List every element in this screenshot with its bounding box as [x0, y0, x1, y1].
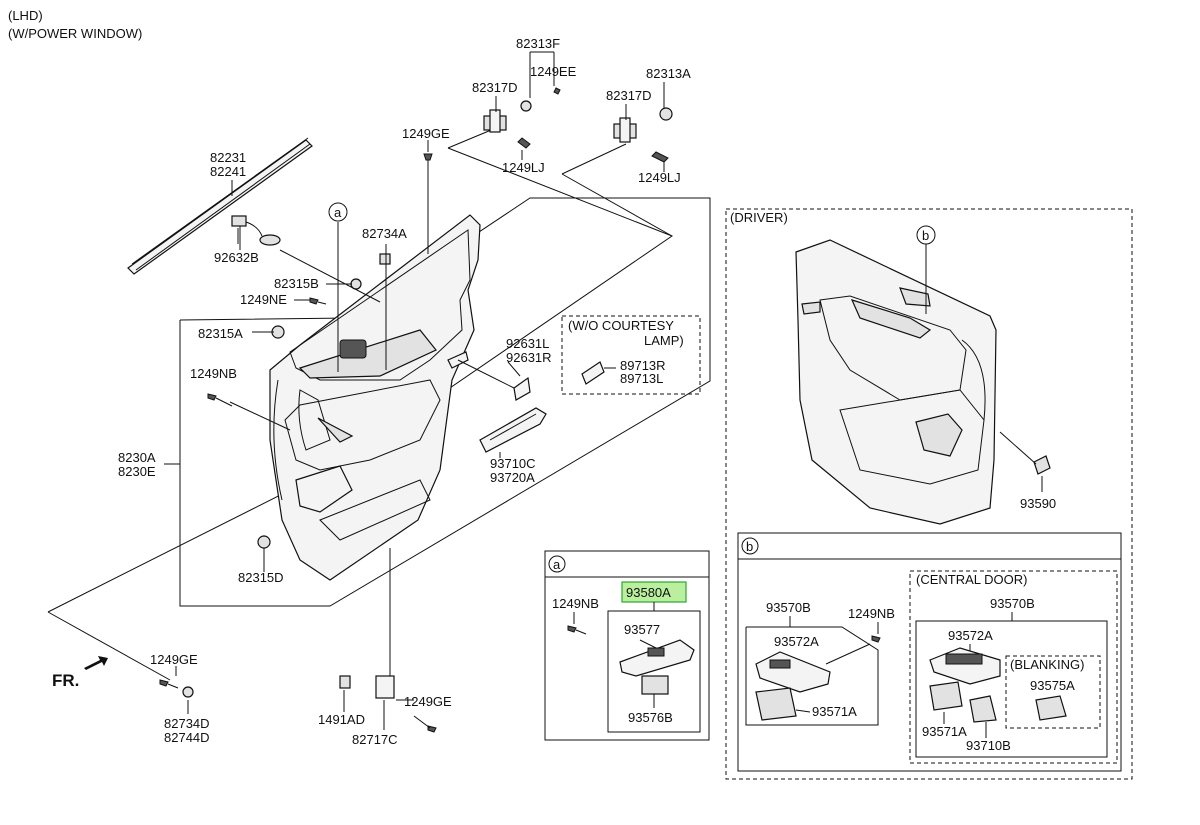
label-93572A-right: 93572A	[948, 628, 993, 643]
label-1249NB-left: 1249NB	[190, 366, 237, 381]
label-89713R: 89713R	[620, 358, 666, 373]
armrest-cover	[479, 407, 547, 453]
label-82317D-a: 82317D	[472, 80, 518, 95]
label-93576B: 93576B	[628, 710, 673, 725]
label-92631R: 92631R	[506, 350, 552, 365]
label-1249EE: 1249EE	[530, 64, 577, 79]
label-93710B: 93710B	[966, 738, 1011, 753]
wo-courtesy-label-2: LAMP)	[644, 333, 684, 348]
label-93570B-right: 93570B	[990, 596, 1035, 611]
label-1249GE-bot: 1249GE	[404, 694, 452, 709]
label-82315B: 82315B	[274, 276, 319, 291]
label-1249GE-top: 1249GE	[402, 126, 450, 141]
courtesy-lamp-wiring	[231, 215, 281, 246]
detail-box-a: a 93580A 1249NB 93577 93576B	[544, 550, 710, 741]
door-trim-panel	[269, 214, 481, 581]
label-93590: 93590	[1020, 496, 1056, 511]
label-82734A: 82734A	[362, 226, 407, 241]
label-82241: 82241	[210, 164, 246, 179]
leader-lines-main	[164, 51, 665, 730]
wo-courtesy-lamp-callout: (W/O COURTESY LAMP)	[561, 315, 701, 395]
label-82313F: 82313F	[516, 36, 560, 51]
blanking-label: (BLANKING)	[1010, 657, 1084, 672]
callout-b-letter: b	[922, 228, 929, 243]
callout-a-marker: a	[328, 202, 348, 222]
fr-label: FR.	[52, 671, 79, 690]
wo-courtesy-label-1: (W/O COURTESY	[568, 318, 674, 333]
label-82315D: 82315D	[238, 570, 284, 585]
label-93577: 93577	[624, 622, 660, 637]
label-8230A: 8230A	[118, 450, 156, 465]
label-82231: 82231	[210, 150, 246, 165]
label-82315A: 82315A	[198, 326, 243, 341]
label-82317D-b: 82317D	[606, 88, 652, 103]
driver-section: (DRIVER) b 93590	[725, 208, 1133, 780]
label-1249NE: 1249NE	[240, 292, 287, 307]
label-93575A: 93575A	[1030, 678, 1075, 693]
label-93572A-left: 93572A	[774, 634, 819, 649]
fasteners	[159, 153, 437, 733]
retainer-right	[613, 107, 673, 163]
front-direction-indicator: FR.	[52, 656, 108, 690]
label-1249GE-bl: 1249GE	[150, 652, 198, 667]
label-1249LJ-a: 1249LJ	[502, 160, 545, 175]
label-92631L: 92631L	[506, 336, 549, 351]
driver-label: (DRIVER)	[730, 210, 788, 225]
label-82717C: 82717C	[352, 732, 398, 747]
header-lhd: (LHD)	[8, 8, 43, 23]
retainer-left	[483, 87, 561, 149]
central-door-label: (CENTRAL DOOR)	[916, 572, 1027, 587]
label-82744D: 82744D	[164, 730, 210, 745]
label-82313A: 82313A	[646, 66, 691, 81]
header-power-window: (W/POWER WINDOW)	[8, 26, 142, 41]
fr-arrow-icon	[84, 656, 108, 670]
label-93571A-right: 93571A	[922, 724, 967, 739]
label-93570B-left: 93570B	[766, 600, 811, 615]
label-92632B: 92632B	[214, 250, 259, 265]
label-93710C: 93710C	[490, 456, 536, 471]
label-82734D: 82734D	[164, 716, 210, 731]
label-1249LJ-b: 1249LJ	[638, 170, 681, 185]
label-93720A: 93720A	[490, 470, 535, 485]
label-93580A[interactable]: 93580A	[626, 585, 671, 600]
box-a-letter: a	[553, 557, 561, 572]
label-93571A-left: 93571A	[812, 704, 857, 719]
label-1491AD: 1491AD	[318, 712, 365, 727]
label-1249NB-a: 1249NB	[552, 596, 599, 611]
box-b-letter: b	[746, 539, 753, 554]
label-89713L: 89713L	[620, 371, 663, 386]
weatherstrip-belt	[127, 137, 313, 275]
label-1249NB-b: 1249NB	[848, 606, 895, 621]
label-8230E: 8230E	[118, 464, 156, 479]
callout-a-letter: a	[334, 205, 342, 220]
detail-box-b: b 93570B 1249NB 93572A 93571A (CENTRAL D…	[737, 532, 1122, 772]
part-labels-main: 82313F 1249EE 82317D 1249LJ 82313A 82317…	[118, 36, 691, 747]
